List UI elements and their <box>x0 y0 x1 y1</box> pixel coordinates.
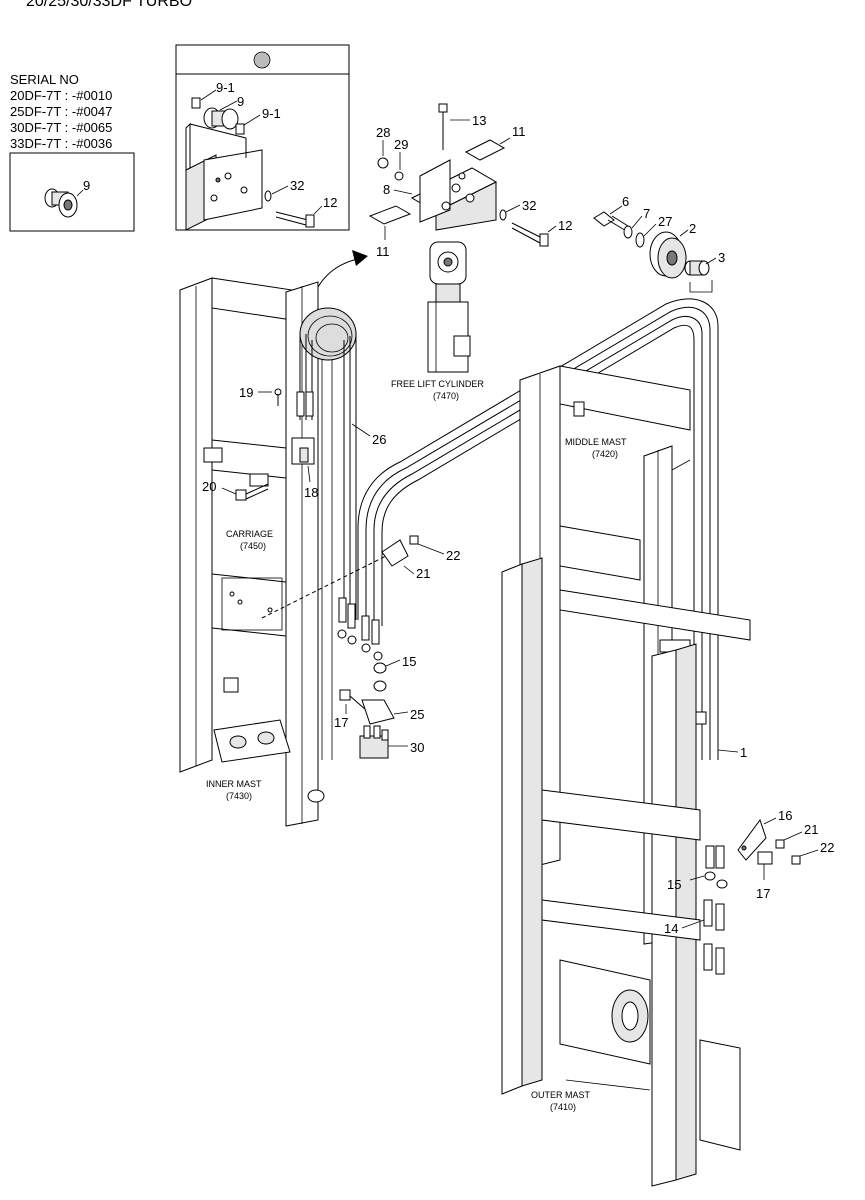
callout-15-lower: 15 <box>402 654 416 669</box>
callout-32: 32 <box>522 198 536 213</box>
callout-6: 6 <box>622 194 629 209</box>
serial-line-2: 25DF-7T : -#0047 <box>10 104 112 119</box>
outer-mast: OUTER MAST (7410) <box>501 557 741 1187</box>
callout-11-bottom: 11 <box>376 244 390 259</box>
inner-mast-code: (7430) <box>226 791 252 801</box>
mast-hose-loop: 1 <box>357 298 747 760</box>
bracket-plate-icon <box>185 122 263 231</box>
callout-26: 26 <box>372 432 386 447</box>
free-lift-cylinder-code: (7470) <box>433 391 459 401</box>
carriage-hoses: 26 <box>296 307 386 645</box>
callout-29: 29 <box>394 137 408 152</box>
callout-27: 27 <box>658 214 672 229</box>
callout-18: 18 <box>304 485 318 500</box>
callout-9-1-a: 9-1 <box>216 80 235 95</box>
middle-mast-code: (7420) <box>592 449 618 459</box>
callout-12-detail: 12 <box>323 195 337 210</box>
callout-8: 8 <box>383 182 390 197</box>
detail-box-part-9: 9 <box>9 152 135 232</box>
serial-line-3: 30DF-7T : -#0065 <box>10 120 112 135</box>
carriage-code: (7450) <box>240 541 266 551</box>
detail-marker-icon <box>253 51 271 69</box>
callout-22-lower: 22 <box>820 840 834 855</box>
callout-3: 3 <box>718 250 725 265</box>
free-lift-cylinder-label: FREE LIFT CYLINDER <box>391 379 484 389</box>
callout-17-lower: 17 <box>334 715 348 730</box>
callout-28: 28 <box>376 125 390 140</box>
callout-21-upper: 21 <box>416 566 430 581</box>
callout-13: 13 <box>472 113 486 128</box>
callout-15-right: 15 <box>667 877 681 892</box>
free-lift-cylinder: FREE LIFT CYLINDER (7470) <box>391 241 484 401</box>
serial-number-block: SERIAL NO 20DF-7T : -#0010 25DF-7T : -#0… <box>10 72 112 151</box>
callout-2: 2 <box>689 221 696 236</box>
callout-32-detail: 32 <box>290 178 304 193</box>
carriage-label: CARRIAGE <box>226 529 273 539</box>
callout-12: 12 <box>558 218 572 233</box>
callout-16: 16 <box>778 808 792 823</box>
inner-mast-label: INNER MAST <box>206 779 262 789</box>
roller-9-icon <box>44 188 78 218</box>
callout-17-right: 17 <box>756 886 770 901</box>
lower-fittings: 15 17 25 30 <box>334 654 424 759</box>
bolt-12-detail-icon <box>264 190 315 228</box>
free-lift-bracket-assembly: 13 11 28 29 8 32 12 11 <box>368 103 572 259</box>
serial-heading: SERIAL NO <box>10 72 79 87</box>
inner-mast: INNER MAST (7430) CARRIAGE (7450) <box>179 277 333 827</box>
callout-9-box: 9 <box>83 178 90 193</box>
callout-14: 14 <box>664 921 678 936</box>
middle-mast-label: MIDDLE MAST <box>565 437 627 447</box>
callout-30: 30 <box>410 740 424 755</box>
outer-mast-code: (7410) <box>550 1102 576 1112</box>
callout-7: 7 <box>643 206 650 221</box>
outer-mast-label: OUTER MAST <box>531 1090 591 1100</box>
detail-box-bracket: 9-1 9 9-1 32 12 <box>175 44 350 231</box>
detail-arrow-icon <box>352 250 368 266</box>
serial-line-4: 33DF-7T : -#0036 <box>10 136 112 151</box>
header-title: 20/25/30/33DF TURBO <box>26 0 192 10</box>
callout-9-1-b: 9-1 <box>262 106 281 121</box>
callout-20: 20 <box>202 479 216 494</box>
serial-line-1: 20DF-7T : -#0010 <box>10 88 112 103</box>
callout-22-upper: 22 <box>446 548 460 563</box>
lower-right-fittings: 16 21 22 17 15 14 <box>664 808 834 975</box>
callout-25: 25 <box>410 707 424 722</box>
callout-19: 19 <box>239 385 253 400</box>
callout-21-lower: 21 <box>804 822 818 837</box>
hose-clamp-upper: 22 21 <box>381 535 460 581</box>
callout-11-top: 11 <box>512 124 526 139</box>
hose-fittings-18-19: 19 18 20 <box>202 385 318 501</box>
callout-1: 1 <box>740 745 747 760</box>
roller-9-detail-icon <box>191 97 245 135</box>
sheave-assembly: 6 7 27 2 3 <box>593 194 725 293</box>
callout-9-b: 9 <box>237 94 244 109</box>
